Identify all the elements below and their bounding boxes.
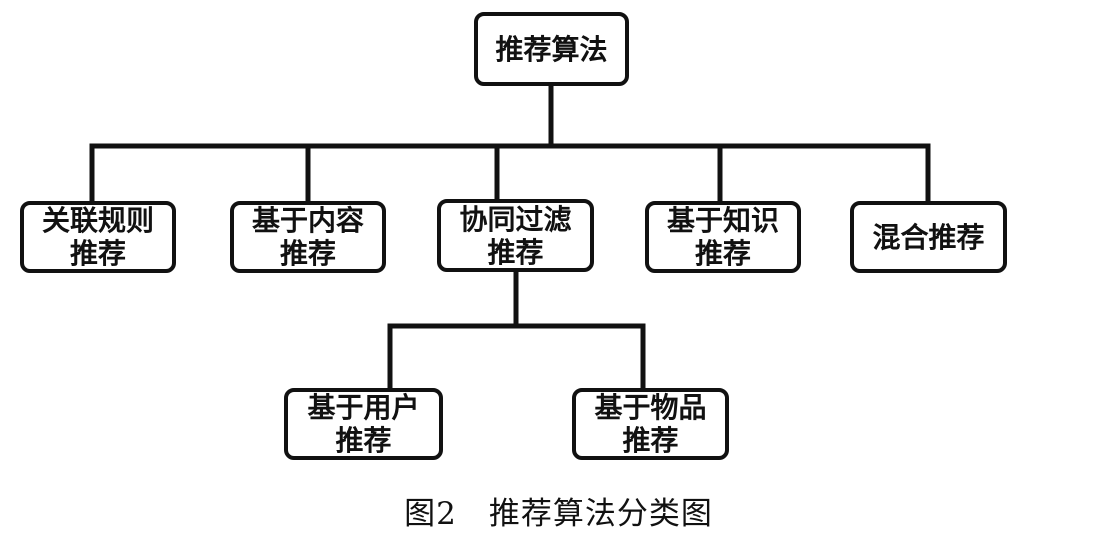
node-label-line2: 推荐 — [487, 235, 544, 269]
node-label-line2: 推荐 — [69, 237, 126, 270]
node-label-line1: 基于内容 — [251, 204, 364, 237]
node-label-line2: 推荐 — [279, 237, 336, 270]
node-collaborative-filtering: 协同过滤 推荐 — [437, 199, 594, 272]
node-label-line1: 混合推荐 — [872, 220, 985, 254]
node-label-line1: 关联规则 — [41, 204, 154, 237]
node-label-line1: 基于知识 — [666, 204, 779, 237]
node-label-line2: 推荐 — [622, 424, 679, 457]
node-item-based: 基于物品 推荐 — [572, 388, 729, 460]
node-hybrid: 混合推荐 — [850, 201, 1007, 273]
node-label-line2: 推荐 — [335, 424, 392, 457]
node-association-rules: 关联规则 推荐 — [20, 201, 176, 273]
node-knowledge-based: 基于知识 推荐 — [645, 201, 801, 273]
node-label-line1: 基于物品 — [594, 391, 707, 424]
node-user-based: 基于用户 推荐 — [284, 388, 443, 460]
node-root-label: 推荐算法 — [495, 32, 608, 66]
node-content-based: 基于内容 推荐 — [230, 201, 386, 273]
node-label-line2: 推荐 — [694, 237, 751, 270]
figure-caption: 图2 推荐算法分类图 — [404, 496, 713, 532]
node-label-line1: 协同过滤 — [459, 202, 572, 236]
node-label-line1: 基于用户 — [307, 391, 420, 424]
node-root: 推荐算法 — [474, 12, 629, 86]
